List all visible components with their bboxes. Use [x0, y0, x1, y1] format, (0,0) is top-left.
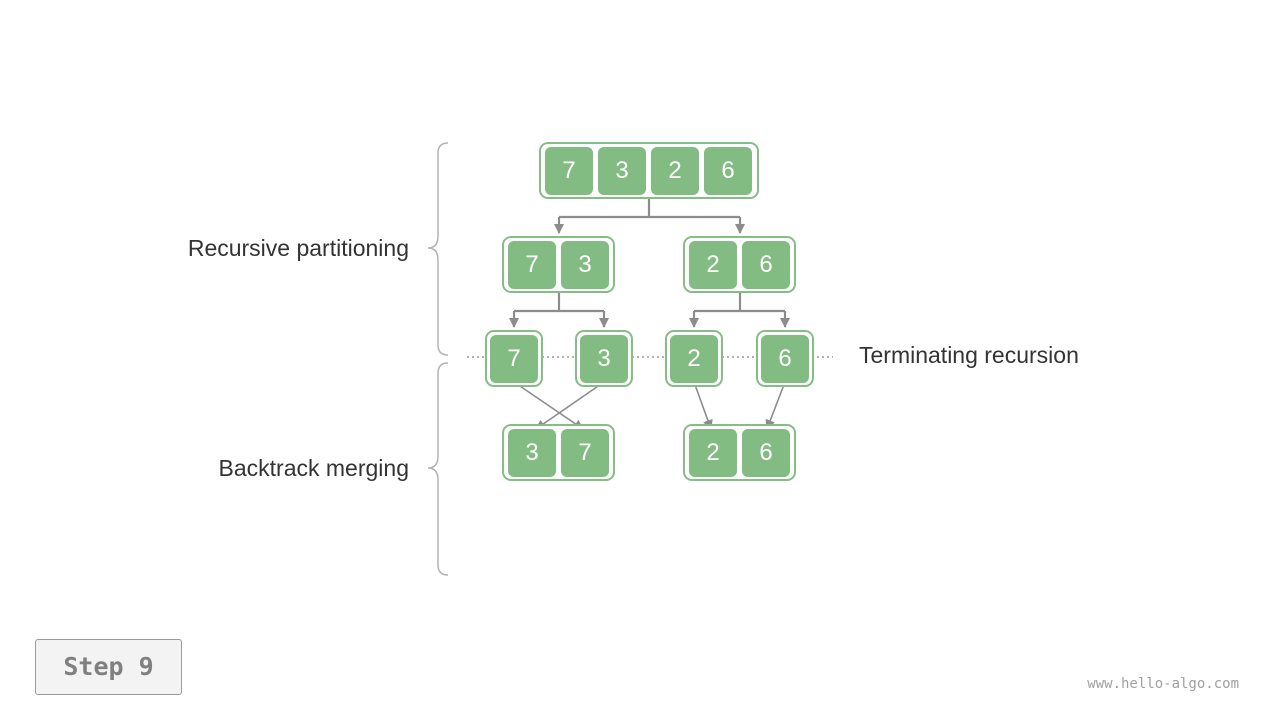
array-cell: 2 [689, 240, 737, 289]
array-cell: 6 [742, 240, 790, 289]
merge-arrows [513, 381, 786, 430]
array-cell: 6 [742, 428, 790, 477]
leaf-array: 3 [575, 330, 633, 387]
merging-label: Backtrack merging [218, 455, 409, 481]
split-array-right: 2 6 [683, 236, 796, 293]
array-cell: 3 [561, 240, 609, 289]
split-arrows-left [509, 292, 609, 328]
array-cell: 6 [704, 146, 752, 195]
leaf-array: 2 [665, 330, 723, 387]
leaf-array: 6 [756, 330, 814, 387]
split-arrows-root [554, 198, 745, 234]
array-cell: 3 [580, 334, 628, 383]
split-arrows-right [689, 292, 790, 328]
array-cell: 6 [761, 334, 809, 383]
array-cell: 7 [561, 428, 609, 477]
array-cell: 2 [670, 334, 718, 383]
array-cell: 7 [490, 334, 538, 383]
leaf-array: 7 [485, 330, 543, 387]
merged-array-left: 3 7 [502, 424, 615, 481]
partition-brace [427, 142, 449, 356]
array-cell: 2 [689, 428, 737, 477]
step-button[interactable]: Step 9 [35, 639, 182, 695]
merge-brace [427, 362, 449, 576]
array-cell: 7 [545, 146, 593, 195]
array-cell: 3 [598, 146, 646, 195]
watermark: www.hello-algo.com [1087, 676, 1239, 692]
array-cell: 7 [508, 240, 556, 289]
array-cell: 3 [508, 428, 556, 477]
array-cell: 2 [651, 146, 699, 195]
split-array-left: 7 3 [502, 236, 615, 293]
root-array: 7 3 2 6 [539, 142, 759, 199]
merged-array-right: 2 6 [683, 424, 796, 481]
partitioning-label: Recursive partitioning [187, 235, 409, 261]
terminating-label: Terminating recursion [859, 342, 1079, 368]
